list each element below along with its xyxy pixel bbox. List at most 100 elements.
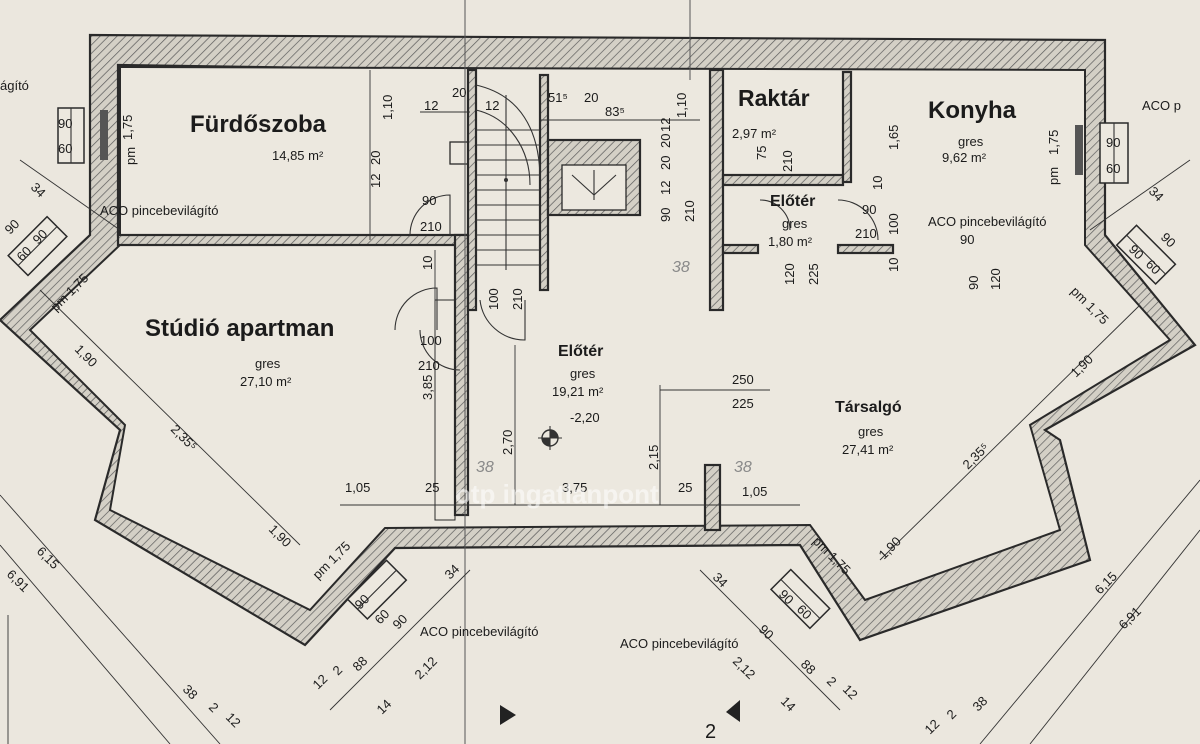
small-hall-floor: gres xyxy=(782,216,808,231)
kitchen-floor: gres xyxy=(958,134,984,149)
dim-text: 100 xyxy=(886,213,901,235)
dim-text: 210 xyxy=(682,200,697,222)
dim-text: 1,65 xyxy=(886,125,901,150)
dim-text: 12 xyxy=(922,716,943,737)
dim-text: 1,10 xyxy=(674,93,689,118)
dim-text: pm xyxy=(1046,167,1061,185)
doors xyxy=(394,194,879,371)
dim-text: 90 xyxy=(960,232,974,247)
dim-text: 34 xyxy=(710,570,731,591)
bath-name: Fürdőszoba xyxy=(190,111,327,138)
dim-text: 3,75 xyxy=(562,480,587,495)
dim-text: 210 xyxy=(420,219,442,234)
dim-text: 34 xyxy=(442,561,463,582)
dim-text: 210 xyxy=(855,226,877,241)
windows xyxy=(7,107,1177,630)
watermark: otp ingatlanpont xyxy=(455,479,659,509)
dim-text: 83⁵ xyxy=(605,104,625,119)
main-hall-floor: gres xyxy=(570,366,596,381)
lounge-name: Társalgó xyxy=(835,399,902,416)
main-hall-area: 19,21 m² xyxy=(552,384,604,399)
dim-text: 90 xyxy=(58,116,72,131)
dim-text: 90 xyxy=(756,622,777,643)
dim-text: 10 xyxy=(870,176,885,190)
watermark-text: otp ingatlanpont xyxy=(455,479,659,509)
pencil-notes: 38 38 38 xyxy=(476,259,752,476)
main-hall-name: Előtér xyxy=(558,343,603,360)
dim-text: 1,05 xyxy=(742,484,767,499)
kitchen-area: 9,62 m² xyxy=(942,150,987,165)
section-arrow-icon xyxy=(500,705,516,725)
studio-floor: gres xyxy=(255,356,281,371)
dim-text: 225 xyxy=(806,263,821,285)
dim-text: 90 xyxy=(658,208,673,222)
lounge-area: 27,41 m² xyxy=(842,442,894,457)
dim-text: 12 xyxy=(485,98,499,113)
aco-label-4: ACO pincebevilágító xyxy=(620,636,739,651)
dim-text: 34 xyxy=(1146,184,1167,205)
dim-text: 90 xyxy=(1106,135,1120,150)
dim-text: 90 xyxy=(1158,230,1179,251)
dim-text: 20 xyxy=(584,90,598,105)
dim-text: 1,05 xyxy=(345,480,370,495)
dim-text: 75 xyxy=(754,146,769,160)
room-labels: Fürdőszoba 14,85 m² Raktár 2,97 m² Konyh… xyxy=(145,85,1017,457)
dim-text: 2,12 xyxy=(412,654,441,683)
staircase xyxy=(475,84,541,270)
dim-text: 14 xyxy=(778,694,799,715)
dim-text: 225 xyxy=(732,396,754,411)
dim-text: pm xyxy=(123,147,138,165)
dim-text: 2 xyxy=(944,706,960,722)
aco-label-3: ACO pincebevilágító xyxy=(420,624,539,639)
dim-text: 20 xyxy=(452,85,466,100)
dim-text: 120 xyxy=(988,268,1003,290)
section-number: 2 xyxy=(705,721,716,743)
kitchen-name: Konyha xyxy=(928,97,1017,124)
pencil-note: 38 xyxy=(734,459,752,476)
dim-text: 2,12 xyxy=(730,654,759,683)
dim-text: 1,75 xyxy=(1046,130,1061,155)
dim-text: 60 xyxy=(1106,161,1120,176)
dim-text: 90 xyxy=(422,193,436,208)
lounge-floor: gres xyxy=(858,424,884,439)
dim-text: 25 xyxy=(425,480,439,495)
dim-text: 12 xyxy=(658,181,673,195)
dim-text: 12 xyxy=(368,174,383,188)
dim-text: 14 xyxy=(374,696,395,717)
pencil-note: 38 xyxy=(672,259,690,276)
dim-text: 210 xyxy=(780,150,795,172)
dim-text: 12 xyxy=(310,671,331,692)
pencil-note: 38 xyxy=(476,459,494,476)
dim-text: 20 xyxy=(368,151,383,165)
main-hall-level: -2,20 xyxy=(570,410,600,425)
section-markers: 2 xyxy=(500,700,740,743)
dim-text: 20 xyxy=(658,134,673,148)
dim-text: 60 xyxy=(58,141,72,156)
dim-text: 20 xyxy=(658,156,673,170)
dim-text: 2,15 xyxy=(646,445,661,470)
aco-label-short: ACO p xyxy=(1142,98,1181,113)
dim-text: 38 xyxy=(970,693,991,714)
small-hall-area: 1,80 m² xyxy=(768,234,813,249)
dim-text: 88 xyxy=(798,657,819,678)
dim-text: 6,91 xyxy=(4,567,33,596)
dim-text: 250 xyxy=(732,372,754,387)
dim-text: 100 xyxy=(486,288,501,310)
dim-text: 90 xyxy=(2,216,23,237)
dim-text: 90 xyxy=(390,611,411,632)
aco-labels: ágító ACO p ACO pincebevilágító ACO pinc… xyxy=(0,78,1181,651)
interior-floor xyxy=(28,65,1172,612)
dim-text: 88 xyxy=(350,653,371,674)
dim-text: 10 xyxy=(420,256,435,270)
dim-text: 2,70 xyxy=(500,430,515,455)
aco-label-1: ACO pincebevilágító xyxy=(100,203,219,218)
dim-text: 3,85 xyxy=(420,375,435,400)
dim-text: 6,15 xyxy=(1092,569,1121,598)
dim-text: 38 xyxy=(180,682,201,703)
dim-text: 12 xyxy=(840,682,861,703)
storage-area: 2,97 m² xyxy=(732,126,777,141)
dim-text: 1,10 xyxy=(380,95,395,120)
bath-area: 14,85 m² xyxy=(272,148,324,163)
